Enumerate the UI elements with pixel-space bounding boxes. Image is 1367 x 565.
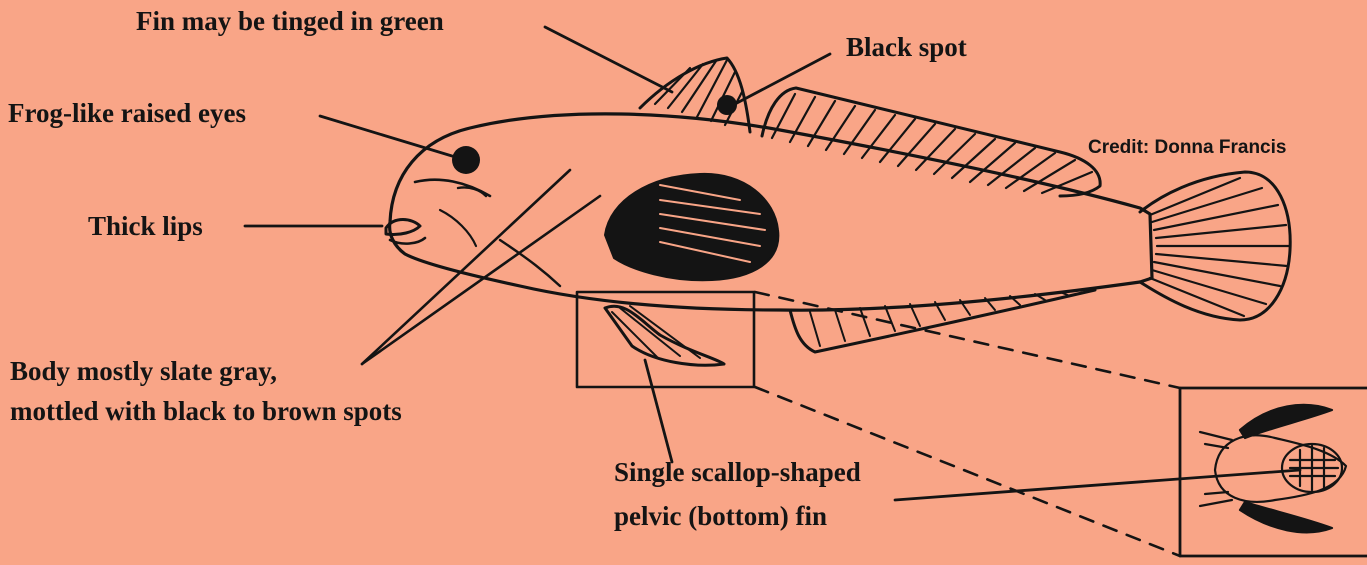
first-dorsal-fin (640, 58, 750, 132)
pectoral-fin (605, 174, 778, 280)
label-body-line2: mottled with black to brown spots (10, 395, 402, 427)
label-black-spot: Black spot (846, 31, 967, 63)
second-dorsal-fin (762, 88, 1100, 196)
label-body-line1: Body mostly slate gray, (10, 355, 277, 387)
label-lips: Thick lips (88, 210, 203, 242)
raised-eye (452, 146, 480, 174)
anal-fin (790, 290, 1095, 352)
ventral-view-drawing (1200, 405, 1346, 532)
leader-eyes (320, 116, 452, 156)
anal-fin-rays (810, 292, 1070, 346)
pelvic-fin (605, 306, 724, 365)
black-spot-mark (717, 95, 737, 115)
label-pelvic-line2: pelvic (bottom) fin (614, 500, 827, 532)
leader-ventral (895, 470, 1300, 500)
leader-fin-green (545, 27, 672, 92)
label-fin-green: Fin may be tinged in green (136, 5, 444, 37)
credit-label: Credit: Donna Francis (1088, 137, 1286, 160)
label-pelvic-line1: Single scallop-shaped (614, 456, 861, 488)
second-dorsal-fin-rays (772, 94, 1092, 193)
label-eyes: Frog-like raised eyes (8, 97, 246, 129)
tail-fin-rays (1150, 178, 1289, 316)
leader-pelvic (645, 360, 672, 462)
